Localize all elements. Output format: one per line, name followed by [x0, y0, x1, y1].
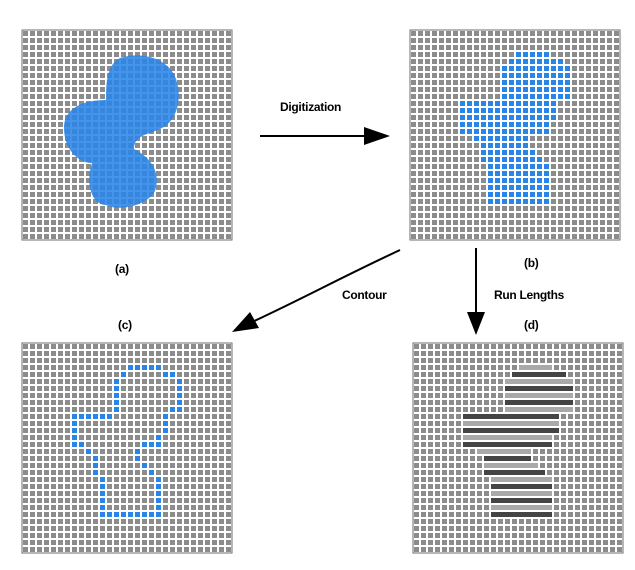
arrow-contour-shaft [249, 249, 401, 324]
panel-a-label: (a) [115, 262, 129, 276]
contour-label: Contour [342, 288, 387, 302]
arrow-contour-head [232, 312, 259, 332]
blob-shape [64, 55, 179, 208]
grid-frame [409, 29, 621, 241]
digitization-label: Digitization [280, 100, 342, 114]
run-length-bars [463, 365, 573, 517]
grid-frame [412, 342, 624, 554]
panel-c-label: (c) [118, 318, 132, 332]
panel-b-label: (b) [524, 256, 539, 270]
contour-pixels [72, 365, 182, 517]
panel-c-contour [21, 342, 233, 554]
arrows [232, 127, 485, 335]
digitized-pixels [460, 52, 570, 204]
panel-b-digitized-shape [409, 29, 621, 241]
arrow-digitization-head [364, 127, 390, 145]
panel-d-label: (d) [524, 318, 539, 332]
arrow-run-lengths-head [467, 312, 485, 335]
run-lengths-label: Run Lengths [494, 288, 565, 302]
panel-a-original-shape [21, 29, 233, 241]
panel-d-run-lengths [412, 342, 624, 554]
grid-frame [21, 342, 233, 554]
